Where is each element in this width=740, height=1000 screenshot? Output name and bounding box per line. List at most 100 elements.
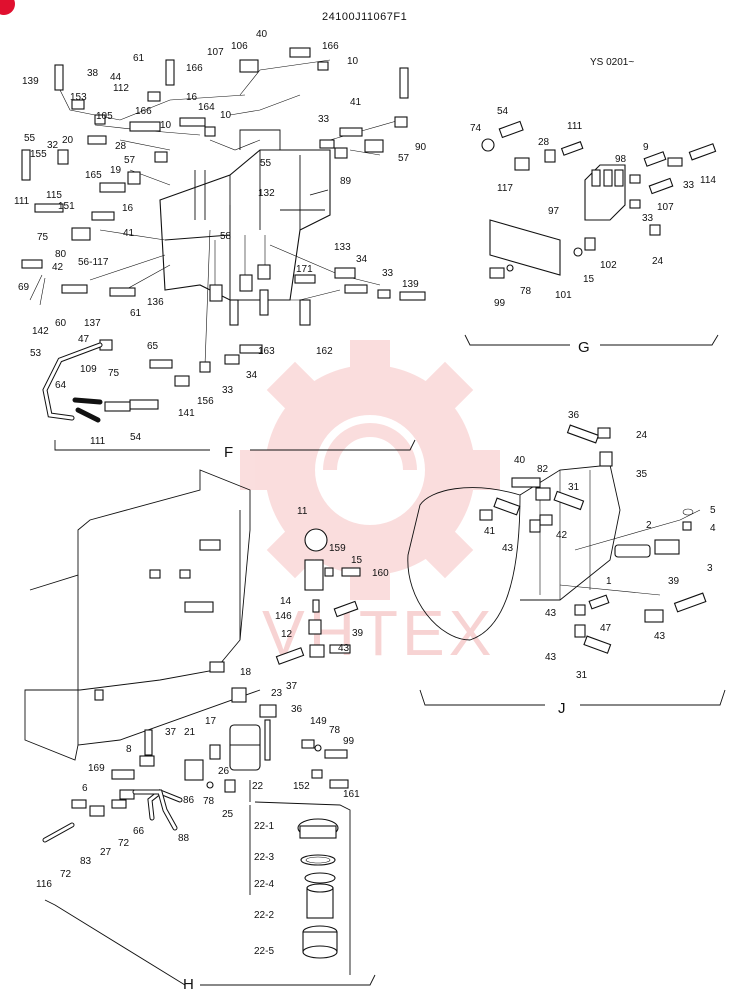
part-label: 160 bbox=[372, 568, 389, 579]
part-label: 141 bbox=[178, 408, 195, 419]
part-label: 25 bbox=[222, 809, 234, 820]
part-label: 80 bbox=[55, 249, 67, 260]
part-label: 166 bbox=[135, 106, 152, 117]
part-label: 69 bbox=[18, 282, 30, 293]
section-f-labels: 139 38 153 105 44 112 61 166 107 106 40 … bbox=[14, 29, 427, 447]
part-label: 56-117 bbox=[78, 257, 109, 268]
part-label: 43 bbox=[545, 608, 557, 619]
part-label: 60 bbox=[55, 318, 67, 329]
part-label: 99 bbox=[494, 298, 506, 309]
part-label: 57 bbox=[124, 155, 136, 166]
section-h-frame bbox=[44, 899, 376, 986]
part-label: 54 bbox=[130, 432, 142, 443]
part-label: 151 bbox=[58, 201, 75, 212]
part-label: 39 bbox=[352, 628, 364, 639]
part-label: 61 bbox=[130, 308, 142, 319]
part-label: 54 bbox=[497, 106, 509, 117]
part-label: 116 bbox=[36, 879, 52, 890]
part-label: 47 bbox=[600, 623, 612, 634]
part-label: 37 bbox=[165, 727, 177, 738]
part-label: 16 bbox=[122, 203, 134, 214]
part-label: 37 bbox=[286, 681, 298, 692]
section-h-drawing bbox=[24, 469, 376, 986]
part-label: 19 bbox=[110, 165, 122, 176]
part-label: 40 bbox=[514, 455, 526, 466]
part-label: 107 bbox=[207, 47, 224, 58]
part-label: 33 bbox=[642, 213, 654, 224]
part-label: 22-1 bbox=[254, 821, 274, 832]
part-label: 11 bbox=[297, 506, 308, 517]
part-label: 6 bbox=[82, 783, 88, 794]
part-label: 163 bbox=[258, 346, 275, 357]
section-g-frame bbox=[464, 334, 719, 346]
part-label: 88 bbox=[178, 833, 190, 844]
part-label: 153 bbox=[70, 92, 87, 103]
part-label: 9 bbox=[643, 142, 649, 153]
part-label: 22-3 bbox=[254, 852, 274, 863]
part-label: 33 bbox=[382, 268, 394, 279]
part-label: 132 bbox=[258, 188, 275, 199]
section-j-frame bbox=[419, 689, 726, 706]
part-label: 32 bbox=[47, 140, 59, 151]
part-label: 107 bbox=[657, 202, 674, 213]
part-label: 133 bbox=[334, 242, 351, 253]
part-label: 97 bbox=[548, 206, 560, 217]
part-label: 115 bbox=[46, 190, 62, 201]
section-g-drawing bbox=[464, 120, 719, 346]
part-label: 20 bbox=[62, 135, 74, 146]
part-label: 18 bbox=[240, 667, 252, 678]
section-h-letter: H bbox=[183, 976, 194, 993]
section-f-letter: F bbox=[224, 444, 233, 461]
part-label: 10 bbox=[347, 56, 359, 67]
part-label: 155 bbox=[30, 149, 47, 160]
part-label: 111 bbox=[14, 196, 30, 207]
part-label: 22 bbox=[252, 781, 264, 792]
part-label: 111 bbox=[567, 121, 583, 132]
part-label: 23 bbox=[271, 688, 283, 699]
part-label: 10 bbox=[160, 120, 172, 131]
part-label: 66 bbox=[133, 826, 145, 837]
part-label: 5 bbox=[710, 505, 716, 516]
part-label: 146 bbox=[275, 611, 292, 622]
part-label: 156 bbox=[197, 396, 214, 407]
part-label: 17 bbox=[205, 716, 217, 727]
section-g-labels: 54 74 111 28 9 98 114 117 33 107 97 33 2… bbox=[470, 106, 716, 309]
part-label: 34 bbox=[356, 254, 368, 265]
part-label: 15 bbox=[583, 274, 595, 285]
part-label: 137 bbox=[84, 318, 101, 329]
part-label: 149 bbox=[310, 716, 327, 727]
part-label: 152 bbox=[293, 781, 310, 792]
part-label: 8 bbox=[126, 744, 132, 755]
part-label: 43 bbox=[502, 543, 514, 554]
part-label: 22-4 bbox=[254, 879, 274, 890]
part-label: 41 bbox=[123, 228, 135, 239]
section-j-labels: 36 24 35 40 82 31 5 4 42 41 43 2 3 1 39 … bbox=[484, 410, 716, 681]
section-f-frame bbox=[54, 439, 416, 451]
part-label: 38 bbox=[87, 68, 99, 79]
part-label: 43 bbox=[654, 631, 666, 642]
part-label: 136 bbox=[147, 297, 164, 308]
part-label: 72 bbox=[118, 838, 130, 849]
part-label: 43 bbox=[338, 643, 350, 654]
part-label: 41 bbox=[484, 526, 496, 537]
section-f-drawing bbox=[21, 47, 426, 451]
part-label: 44 bbox=[110, 72, 122, 83]
part-label: 43 bbox=[545, 652, 557, 663]
part-label: 114 bbox=[700, 175, 716, 186]
part-label: 57 bbox=[398, 153, 410, 164]
drawing-number: 24100J11067F1 bbox=[322, 11, 407, 23]
part-label: 42 bbox=[52, 262, 64, 273]
watermark-logo bbox=[240, 340, 500, 600]
part-label: 31 bbox=[576, 670, 588, 681]
part-label: 90 bbox=[415, 142, 427, 153]
part-label: 28 bbox=[538, 137, 550, 148]
part-label: 165 bbox=[85, 170, 102, 181]
part-label: 75 bbox=[37, 232, 49, 243]
part-label: 159 bbox=[329, 543, 346, 554]
part-label: 36 bbox=[568, 410, 580, 421]
part-label: 40 bbox=[256, 29, 268, 40]
part-label: 105 bbox=[96, 111, 113, 122]
part-label: 86 bbox=[183, 795, 195, 806]
part-label: 3 bbox=[707, 563, 713, 574]
part-label: 74 bbox=[470, 123, 482, 134]
